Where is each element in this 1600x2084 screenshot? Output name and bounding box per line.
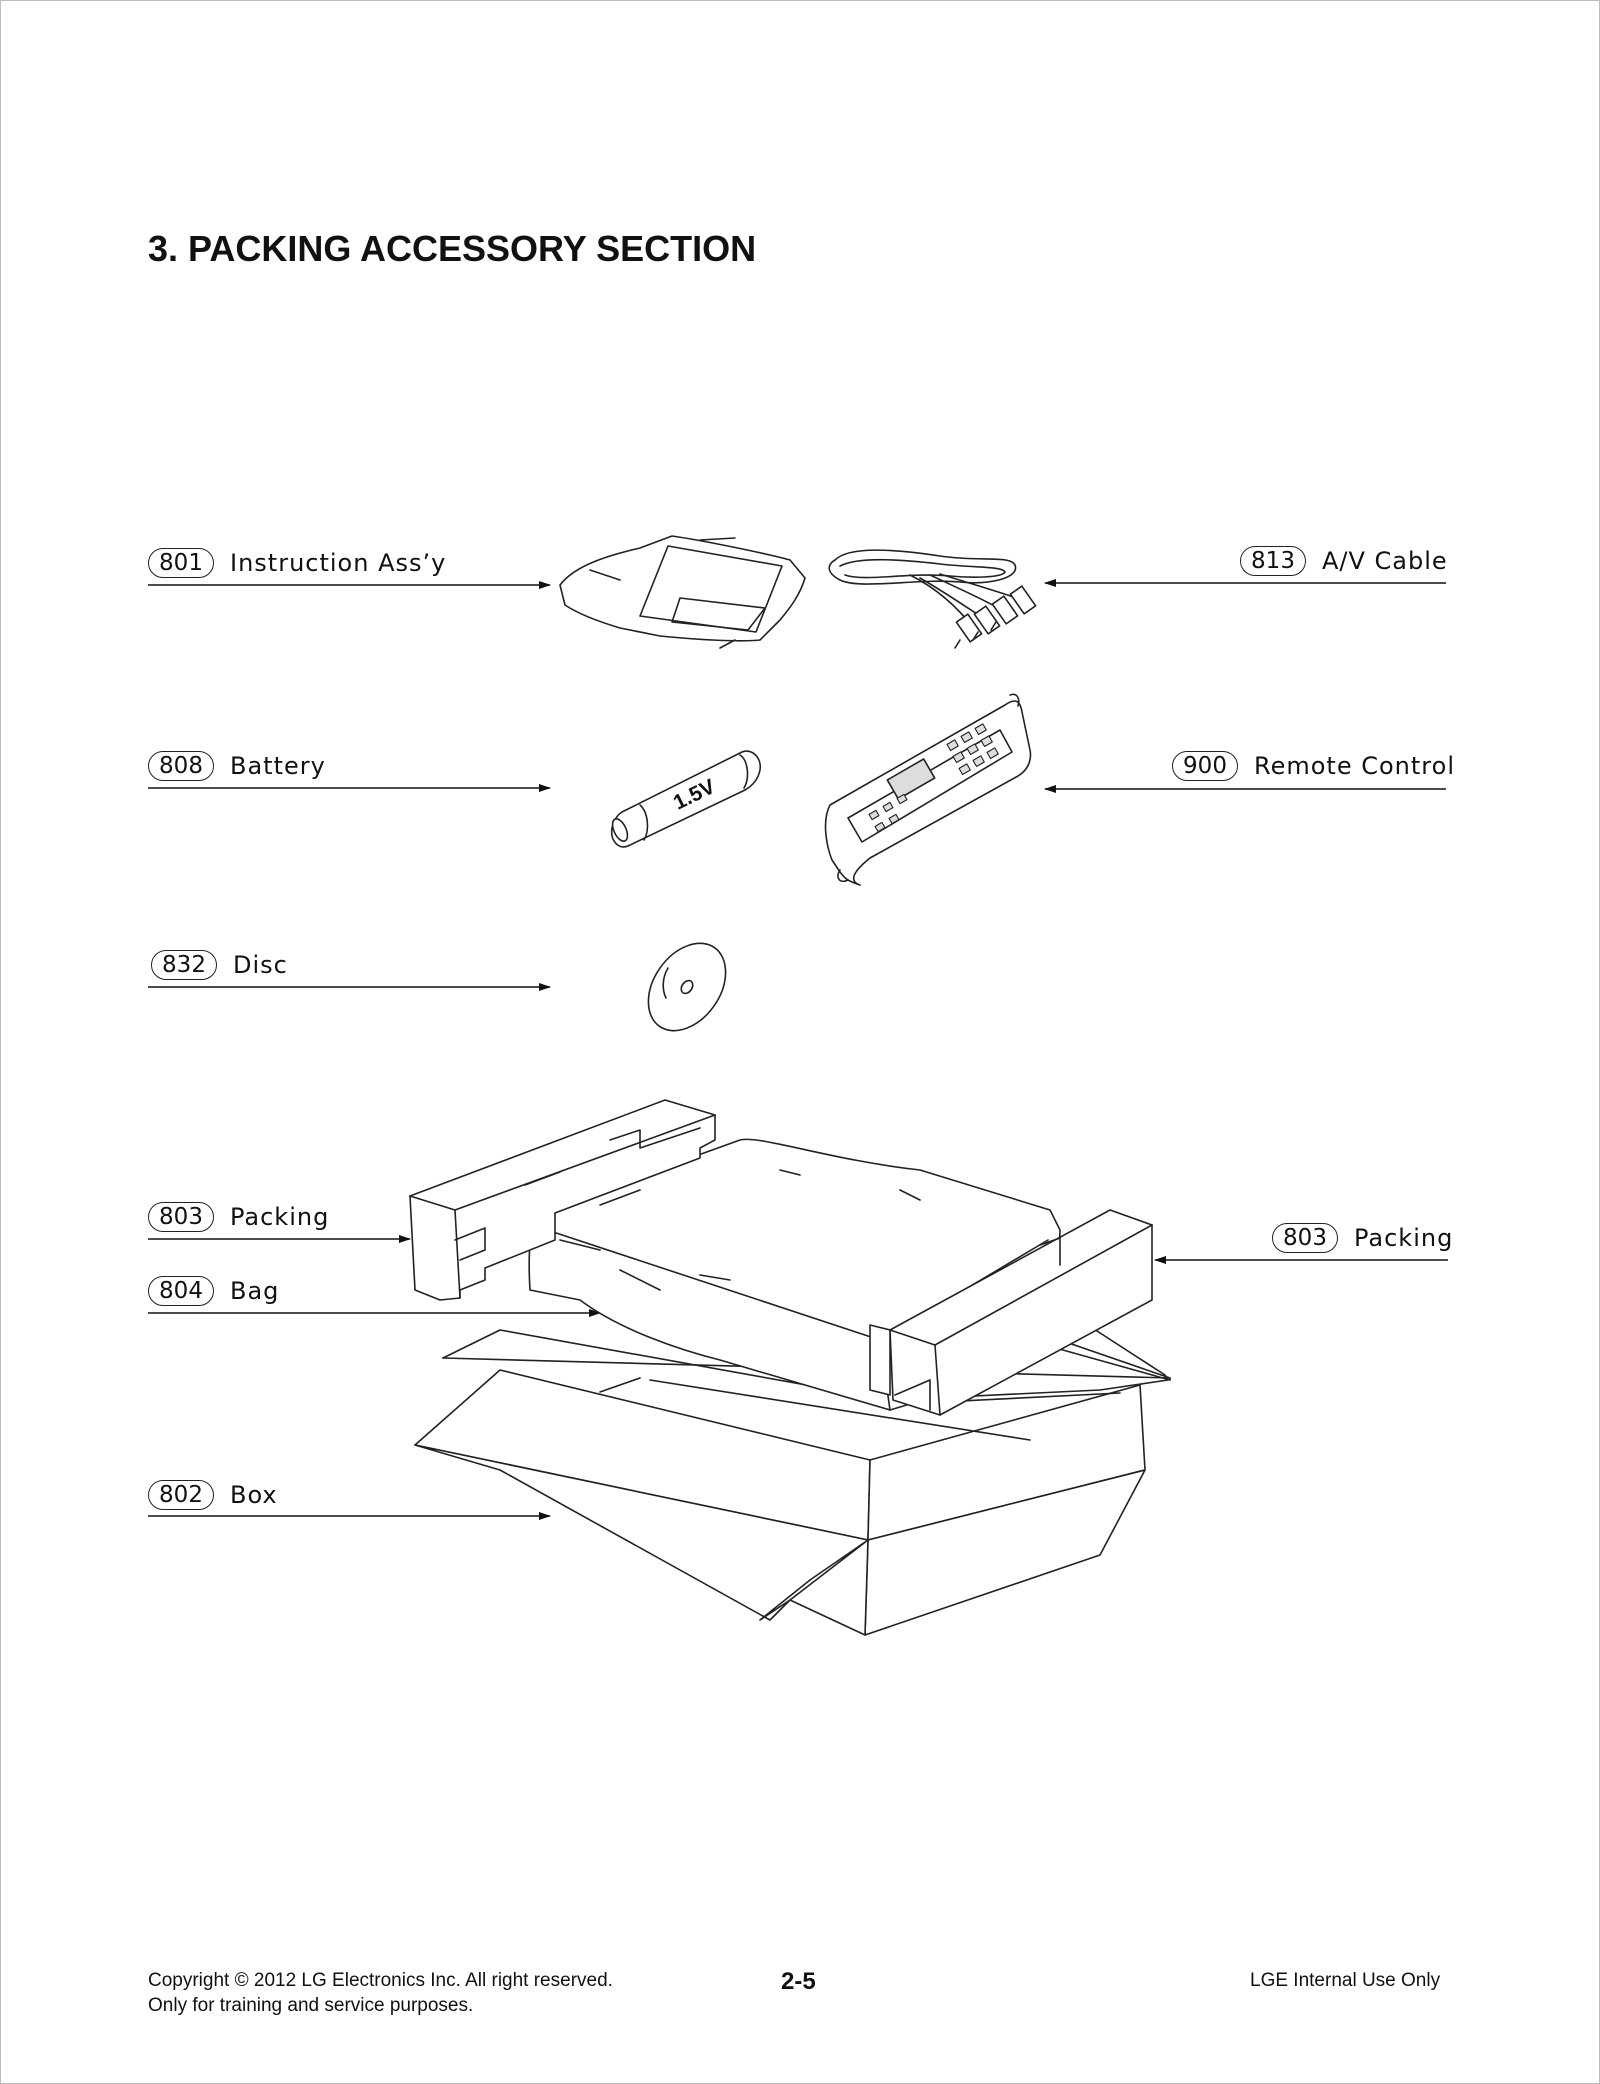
battery-drawing: 1.5V	[610, 750, 762, 848]
instruction-bag-drawing	[559, 535, 806, 649]
part-number-badge: 804	[148, 1276, 214, 1306]
part-name: Box	[230, 1481, 278, 1509]
footer-internal-use: LGE Internal Use Only	[1250, 1970, 1441, 1991]
callout-900: 900 Remote Control	[1172, 751, 1462, 785]
part-name: Disc	[233, 951, 288, 979]
part-number-badge: 808	[148, 751, 214, 781]
page-number: 2-5	[781, 1968, 816, 1995]
part-name: Remote Control	[1254, 752, 1455, 780]
part-name: Bag	[230, 1277, 280, 1305]
part-number-badge: 803	[1272, 1223, 1338, 1253]
remote-control-drawing	[824, 693, 1032, 886]
callout-808: 808 Battery	[148, 751, 508, 785]
box-drawing	[414, 1319, 1171, 1636]
callout-802: 802 Box	[148, 1480, 508, 1514]
callout-803-left: 803 Packing	[148, 1202, 508, 1236]
page-title: 3. PACKING ACCESSORY SECTION	[148, 228, 757, 269]
part-number-badge: 900	[1172, 751, 1238, 781]
part-number-badge: 803	[148, 1202, 214, 1232]
part-name: Packing	[1354, 1224, 1454, 1252]
callout-804: 804 Bag	[148, 1276, 508, 1310]
footer-copyright: Copyright © 2012 LG Electronics Inc. All…	[148, 1970, 613, 1991]
leader-lines	[148, 579, 1448, 1520]
right-packing-drawing	[869, 1209, 1153, 1416]
disc-drawing	[647, 942, 727, 1032]
part-number-badge: 832	[151, 950, 217, 980]
callout-801: 801 Instruction Ass’y	[148, 548, 508, 582]
part-number-badge: 801	[148, 548, 214, 578]
av-cable-drawing	[828, 549, 1037, 649]
callout-813: 813 A/V Cable	[1240, 546, 1460, 580]
part-name: A/V Cable	[1322, 547, 1448, 575]
footer-training-note: Only for training and service purposes.	[148, 1995, 474, 2016]
part-name: Packing	[230, 1203, 330, 1231]
part-name: Battery	[230, 752, 326, 780]
callout-832: 832 Disc	[151, 950, 511, 984]
part-name: Instruction Ass’y	[230, 549, 447, 577]
part-number-badge: 802	[148, 1480, 214, 1510]
left-packing-drawing	[409, 1099, 716, 1301]
callout-803-right: 803 Packing	[1272, 1223, 1472, 1257]
part-number-badge: 813	[1240, 546, 1306, 576]
